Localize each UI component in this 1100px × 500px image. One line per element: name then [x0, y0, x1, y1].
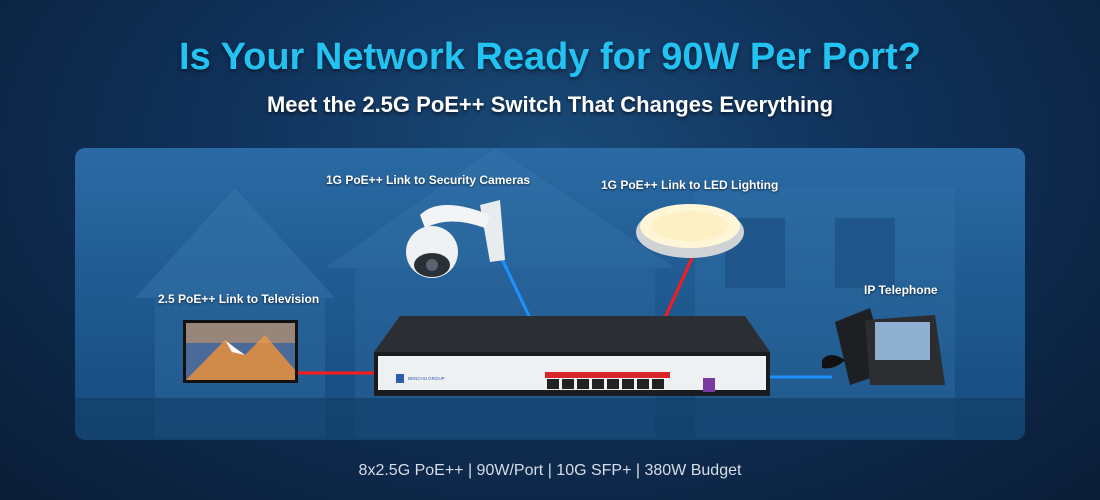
camera-link-label: 1G PoE++ Link to Security Cameras: [326, 173, 531, 187]
telephone-label: IP Telephone: [864, 283, 938, 297]
brand-logo-icon: [396, 374, 404, 383]
rj45-port: [577, 379, 589, 389]
page-subtitle: Meet the 2.5G PoE++ Switch That Changes …: [266, 92, 834, 117]
port-bank-label-strip: [545, 372, 670, 378]
rj45-port: [607, 379, 619, 389]
ip-telephone-icon: [822, 308, 945, 385]
security-camera-icon: [406, 200, 505, 278]
lighting-link-label: 1G PoE++ Link to LED Lighting: [601, 178, 779, 192]
rj45-port: [622, 379, 634, 389]
spec-summary: 8x2.5G PoE++ | 90W/Port | 10G SFP+ | 380…: [358, 462, 742, 479]
rj45-port: [547, 379, 559, 389]
sfp-port: [703, 378, 715, 392]
television-icon: [183, 320, 298, 383]
rj45-port: [592, 379, 604, 389]
rj45-port: [562, 379, 574, 389]
camera-link-line: [498, 254, 532, 319]
switch-device: BENCHU GROUP: [374, 316, 770, 396]
television-link-label: 2.5 PoE++ Link to Television: [158, 292, 320, 306]
lighting-link-line: [663, 257, 694, 319]
led-ceiling-light-icon: [636, 204, 744, 258]
rj45-port: [652, 379, 664, 389]
page-title: Is Your Network Ready for 90W Per Port?: [179, 36, 921, 78]
rj45-port: [637, 379, 649, 389]
switch-brand: BENCHU GROUP: [408, 376, 445, 381]
